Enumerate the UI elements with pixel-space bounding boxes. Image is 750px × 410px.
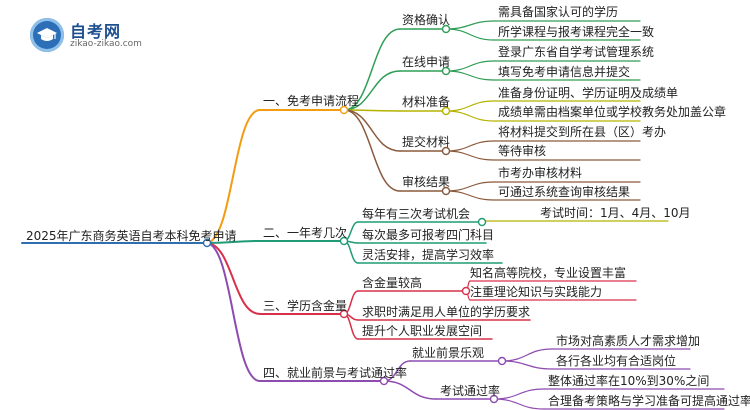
branch-1-sub-5[interactable]: 审核结果 [402, 175, 451, 189]
branch-2-sub-2[interactable]: 每次最多可报考四门科目 [362, 228, 495, 242]
node-dot-b3-sub1 [461, 286, 471, 296]
connector-b1-sub2 [343, 70, 401, 111]
connector-b1-leaf1-2 [445, 28, 495, 41]
node-dot-b3 [339, 309, 349, 319]
node-dot-b1-sub1 [441, 24, 451, 34]
graduation-cap-icon [37, 28, 57, 41]
logo-emblem [30, 18, 64, 52]
branch-3-sub-3[interactable]: 提升个人职业发展空间 [362, 324, 483, 338]
connector-b4-leaf2-2 [493, 398, 545, 410]
root-topic[interactable]: 2025年广东商务英语自考本科免考申请 [26, 229, 237, 243]
branch-1-leaf-2-2: 填写免考申请信息并提交 [498, 65, 631, 79]
branch-1-sub-4[interactable]: 提交材料 [402, 135, 451, 149]
logo-title: 自考网 [70, 22, 122, 41]
branch-2-leaf-1-1: 考试时间：1月、4月、10月 [540, 206, 691, 220]
connector-b1-sub5 [343, 109, 401, 192]
branch-1-leaf-1-2: 所学课程与报考课程完全一致 [498, 25, 655, 39]
connector-b1-leaf4-1 [445, 140, 495, 152]
connector-b4-leaf1-2 [501, 360, 553, 370]
branch-1-sub-1[interactable]: 资格确认 [402, 13, 451, 27]
connector-b1-leaf3-2 [445, 110, 495, 122]
connector-b1-leaf2-2 [445, 70, 495, 81]
node-dot-root [202, 238, 212, 248]
connector-b1-sub1 [343, 28, 401, 111]
node-dot-b1-sub2 [441, 66, 451, 76]
connector-root-b2 [205, 240, 261, 244]
branch-2-sub-1[interactable]: 每年有三次考试机会 [362, 207, 471, 221]
connector-b1-leaf4-2 [445, 150, 495, 161]
node-dot-b1-sub3 [441, 106, 451, 116]
node-dot-b1-sub5 [441, 186, 451, 196]
branch-4-leaf-2-1: 整体通过率在10%到30%之间 [548, 374, 710, 388]
branch-1-leaf-2-1: 登录广东省自学考试管理系统 [498, 45, 655, 59]
node-dot-b1-sub4 [441, 146, 451, 156]
node-dot-b4 [379, 376, 389, 386]
connector-b4-sub2 [383, 380, 437, 400]
branch-4-label[interactable]: 四、就业前景与考试通过率 [263, 366, 408, 380]
node-dot-b4-sub1 [497, 356, 507, 366]
connector-root-b3 [205, 242, 261, 315]
node-dot-b2 [339, 236, 349, 246]
connector-b1-leaf5-1 [445, 181, 495, 192]
connector-b1-leaf5-2 [445, 190, 495, 201]
branch-2-sub-3[interactable]: 灵活安排，提高学习效率 [362, 248, 495, 262]
branch-1-leaf-4-2: 等待审核 [498, 144, 547, 158]
node-dot-b1 [339, 105, 349, 115]
branch-1-sub-3[interactable]: 材料准备 [402, 95, 451, 109]
node-dot-b4-sub2 [489, 394, 499, 404]
connector-b1-leaf3-1 [445, 100, 495, 112]
branch-3-sub-1[interactable]: 含金量较高 [362, 276, 423, 290]
connector-b1-leaf2-1 [445, 60, 495, 72]
branch-1-leaf-3-1: 准备身份证明、学历证明及成绩单 [498, 86, 679, 100]
connector-b1-sub4 [343, 109, 401, 152]
site-logo[interactable]: 自考网 zikao-zikao.com [30, 18, 170, 54]
logo-subtitle: zikao-zikao.com [70, 39, 142, 49]
branch-1-leaf-5-1: 市考办审核材料 [498, 166, 583, 180]
connector-b1-leaf1-1 [445, 20, 495, 30]
connector-root-b4 [205, 242, 261, 382]
branch-1-leaf-3-2: 成绩单需由档案单位或学校教务处加盖公章 [498, 105, 727, 119]
branch-1-leaf-1-1: 需具备国家认可的学历 [498, 5, 619, 19]
branch-4-leaf-1-2: 各行各业均有合适岗位 [556, 354, 677, 368]
connector-b4-leaf1-1 [501, 348, 553, 362]
branch-3-label[interactable]: 三、学历含金量 [263, 299, 348, 313]
branch-4-leaf-2-2: 合理备考策略与学习准备可提高通过率 [548, 394, 750, 408]
branch-1-leaf-4-1: 将材料提交到所在县（区）考办 [498, 125, 667, 139]
branch-4-sub-2[interactable]: 考试通过率 [440, 384, 501, 398]
branch-1-sub-2[interactable]: 在线申请 [402, 55, 451, 69]
branch-4-sub-1[interactable]: 就业前景乐观 [412, 346, 485, 360]
branch-1-label[interactable]: 一、免考申请流程 [263, 94, 360, 108]
branch-3-leaf-1-1: 知名高等院校，专业设置丰富 [470, 266, 627, 280]
branch-3-leaf-1-2: 注重理论知识与实践能力 [470, 285, 603, 299]
branch-1-leaf-5-2: 可通过系统查询审核结果 [498, 185, 631, 199]
branch-2-label[interactable]: 二、一年考几次 [263, 226, 348, 240]
branch-3-sub-2[interactable]: 求职时满足用人单位的学历要求 [362, 305, 531, 319]
connector-root-b1 [205, 109, 261, 244]
node-dot-b2-sub1 [477, 217, 487, 227]
branch-4-leaf-1-1: 市场对高素质人才需求增加 [556, 334, 701, 348]
connector-b4-leaf2-1 [493, 388, 545, 400]
